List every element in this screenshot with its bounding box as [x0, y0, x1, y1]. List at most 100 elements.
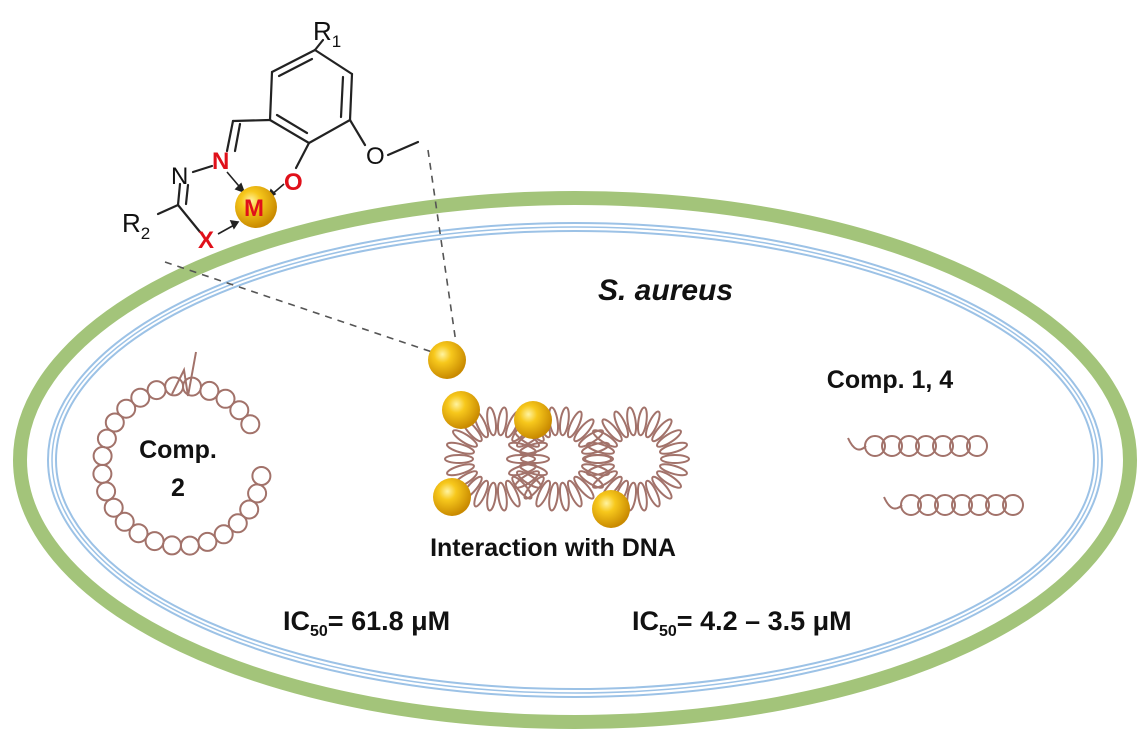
dna-coil-loop [566, 410, 583, 439]
o-phenol-label: O [284, 169, 303, 196]
dna-coil-loop [1002, 494, 1024, 516]
dna-coil-loop [636, 406, 648, 437]
dna-coil-loop [96, 428, 117, 449]
dna-coil-loop [92, 446, 113, 466]
dna-coil-loop [558, 481, 570, 512]
zoom-line-right [427, 149, 457, 344]
dna-coil-loop [473, 479, 490, 508]
dna-coil-loop [644, 479, 661, 508]
dna-coil-loop [644, 410, 661, 439]
dna-coil-loop [660, 454, 690, 464]
n-top-label: N [212, 148, 229, 175]
dna-coil-loop [96, 481, 117, 502]
dna-coil-loop [506, 454, 536, 464]
dna-coil-loop [508, 463, 537, 477]
dna-coil-loop [934, 494, 956, 516]
comp-2-label-line2: 2 [171, 474, 185, 502]
interaction-label: Interaction with DNA [430, 534, 676, 562]
dna-coil-loop [164, 376, 185, 397]
r2-label: R2 [122, 208, 150, 243]
dna-coil-loop [864, 435, 886, 457]
dna-coil-loop [213, 524, 234, 545]
dna-coil-loop [584, 454, 614, 464]
dna-coil-loop [586, 441, 615, 455]
dna-coil-loop [486, 481, 498, 512]
structure-bonds [156, 38, 420, 234]
dna-coil-loop [626, 406, 638, 437]
dna-coil-loop [932, 435, 954, 457]
dna-coil-loop [601, 418, 623, 443]
metal-complex-icon [442, 391, 480, 429]
dna-coil-loop [520, 454, 550, 464]
cell-membrane-middle [51, 226, 1099, 694]
dna-coil-loop [592, 470, 618, 489]
dna-coil-loop [496, 481, 508, 512]
dna-coil-loop [949, 435, 971, 457]
dna-coil-loop [951, 494, 973, 516]
dna-coil-loop [144, 531, 165, 552]
dna-coil-loop [508, 441, 537, 455]
chemical-structure: R1 R2 N N O O M X [122, 16, 420, 254]
dna-coil-loop [92, 463, 113, 484]
metal-complex-icon [433, 478, 471, 516]
dna-coil-loop [146, 380, 167, 401]
dna-coil-loop [592, 429, 618, 448]
ic50-left-label: IC50= 61.8 μM [283, 606, 450, 640]
comp-2-label-line1: Comp. [139, 436, 217, 464]
dna-coil-loop [656, 470, 682, 489]
dna-coil-loop [573, 418, 595, 443]
dna-coil-loop [227, 513, 248, 534]
dna-coil-loop [586, 463, 615, 477]
dna-coil-loop [496, 406, 508, 437]
zoom-line-left [164, 261, 436, 354]
dna-coil-loop [523, 475, 545, 500]
dna-coil-loop [656, 429, 682, 448]
dna-coil-loop [514, 470, 540, 489]
comp-1-4-label: Comp. 1, 4 [827, 366, 954, 394]
dna-coil-loop [446, 463, 475, 477]
metal-complex-icon [592, 490, 630, 528]
dna-coil-loop [985, 494, 1007, 516]
dna-coil-loop [881, 435, 903, 457]
dna-coil-loop [179, 535, 200, 556]
dna-coil-loop [504, 479, 521, 508]
dna-coil-loop [636, 481, 648, 512]
dna-coil-loop [197, 531, 218, 552]
n-left-label: N [171, 163, 188, 190]
metal-complex-icon [514, 401, 552, 439]
r1-label: R1 [313, 16, 341, 51]
dna-coil-loop [968, 494, 990, 516]
dna-coil-loop [917, 494, 939, 516]
circular-dna-icon [92, 351, 272, 556]
dna-fragment-tail [883, 496, 903, 510]
dna-coil-loop [247, 483, 268, 504]
dna-coil-loop [915, 435, 937, 457]
cell-membrane-inner [55, 230, 1095, 690]
dna-coil-loop [573, 475, 595, 500]
metal-complex-icon [428, 341, 466, 379]
dna-coil-loop [104, 412, 125, 433]
x-label: X [198, 227, 214, 254]
o-methoxy-label: O [366, 143, 385, 170]
dna-coil-loop [446, 441, 475, 455]
dna-coil-loop [452, 429, 478, 448]
circular-dna-break [171, 351, 197, 397]
dna-fragment-tail [847, 437, 867, 451]
metal-label: M [244, 195, 264, 222]
dna-coil-loop [162, 535, 182, 556]
dna-coil-loop [566, 479, 583, 508]
dna-coil-loop [130, 387, 151, 408]
dna-coil-loop [240, 414, 261, 435]
dna-coil-loop [898, 435, 920, 457]
dna-coil-loop [651, 418, 673, 443]
dna-coil-loop [103, 497, 124, 518]
dna-coil-loop [659, 441, 688, 455]
cell-membrane-outer [47, 222, 1103, 698]
zoom-lines [164, 149, 457, 354]
dna-coil-loop [444, 454, 474, 464]
dna-coil-loop [229, 400, 250, 421]
fragmented-dna-icon [847, 435, 1024, 516]
dna-coil-loop [558, 406, 570, 437]
dna-coil-loop [659, 463, 688, 477]
